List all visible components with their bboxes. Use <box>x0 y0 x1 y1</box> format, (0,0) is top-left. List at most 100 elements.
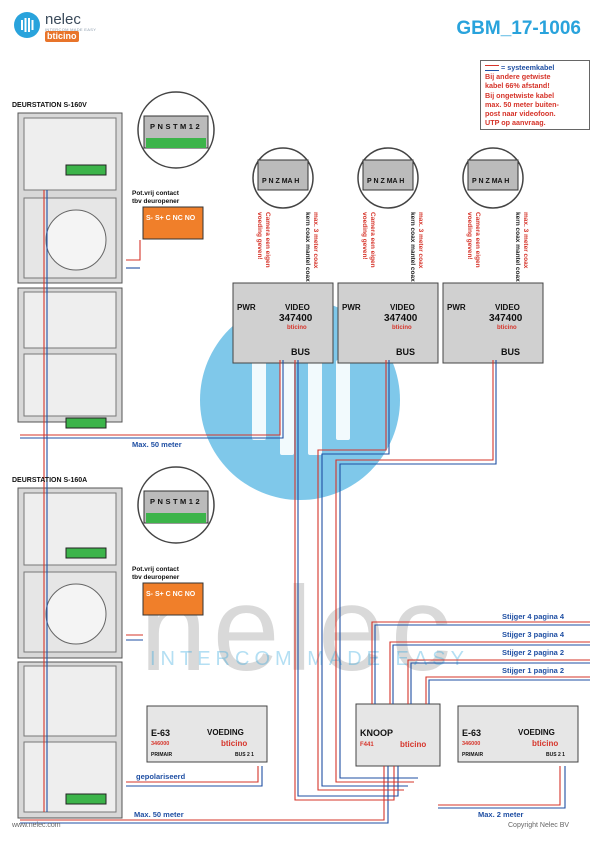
footer-url: www.nelec.com <box>12 822 61 829</box>
psu-primair: PRIMAIR <box>462 752 484 758</box>
legend-line: post naar videofoon. <box>485 109 556 119</box>
brand-logo: bticino <box>45 31 79 42</box>
terminal-label: P <box>150 497 158 506</box>
psu-brand: bticino <box>221 739 248 748</box>
zoom-terminals: PNSTM12 <box>150 497 202 506</box>
coax-note-line: mantel coax <box>409 244 416 282</box>
legend-line: Bij andere getwiste <box>485 72 551 82</box>
terminal-label: T <box>172 122 181 131</box>
knoop-module: KNOOP F441 bticino <box>356 704 440 766</box>
contact-label: Pot.vrij contact tbv deuropener <box>132 190 179 206</box>
pwr-label: PWR <box>342 303 361 312</box>
model-label: 347400 <box>279 313 313 324</box>
camera-terminals: P N Z MA H <box>367 178 405 185</box>
terminal-label: 1 <box>188 122 196 131</box>
door-station-2-panels <box>17 487 123 819</box>
psu-code: 346000 <box>151 741 170 747</box>
brand-label: bticino <box>287 325 307 331</box>
legend-line: kabel 66% afstand! <box>485 81 550 91</box>
logo-name: nelec <box>45 11 81 28</box>
power-supply-2: E-63 VOEDING 346000 bticino PRIMAIR BUS … <box>458 706 578 762</box>
pwr-label: PWR <box>237 303 256 312</box>
camera-module-2: PWR VIDEO 347400 bticino BUS <box>338 283 438 363</box>
video-label: VIDEO <box>495 303 520 312</box>
bus-label: BUS <box>291 347 311 357</box>
system-cable-swatch <box>485 65 499 72</box>
contact-label: Pot.vrij contact tbv deuropener <box>132 566 179 582</box>
coax-note-line: max. 3 meter coax <box>417 212 424 269</box>
terminal-label: N <box>157 497 166 506</box>
terminal-label: M <box>180 497 189 506</box>
riser-label: Stijger 4 pagina 4 <box>502 612 565 621</box>
psu-bus: BUS 2 1 <box>546 752 565 758</box>
legend-line: Bij ongetwiste kabel <box>485 90 555 100</box>
contact-label-line: Pot.vrij contact <box>132 190 179 197</box>
terminal-label: S <box>165 122 173 131</box>
distance-label: Max. 2 meter <box>478 810 524 819</box>
camera-note-line: voeding geven! <box>361 212 368 260</box>
coax-note: max. 3 meter coax kern coax mantel coax <box>513 212 529 282</box>
psu-bus: BUS 2 1 <box>235 752 254 758</box>
psu-primair: PRIMAIR <box>151 752 173 758</box>
terminal-label: 2 <box>195 122 203 131</box>
terminal-label: M <box>180 122 189 131</box>
camera-note: Camera een eigen voeding geven! <box>465 212 481 282</box>
legend-box: = systeemkabel Bij andere getwiste kabel… <box>480 60 590 131</box>
coax-note: max. 3 meter coax kern coax mantel coax <box>303 212 319 282</box>
psu-code: 346000 <box>462 741 481 747</box>
distance-label: Max. 50 meter <box>134 810 184 819</box>
psu-model: E-63 <box>462 728 482 738</box>
document-number: GBM_17-1006 <box>456 18 581 39</box>
coax-note: max. 3 meter coax kern coax mantel coax <box>408 212 424 282</box>
camera-note: Camera een eigen voeding geven! <box>255 212 271 282</box>
pwr-label: PWR <box>447 303 466 312</box>
terminal-label: 2 <box>195 497 203 506</box>
legend-key: = systeemkabel <box>501 63 555 72</box>
door-station-1-panels <box>17 112 123 429</box>
coax-note-line: kern coax <box>409 212 416 243</box>
riser-label: Stijger 1 pagina 2 <box>502 666 565 675</box>
contact-label-line: tbv deuropener <box>132 574 180 581</box>
terminal-label: 1 <box>188 497 196 506</box>
contact-label-line: tbv deuropener <box>132 198 180 205</box>
video-label: VIDEO <box>390 303 415 312</box>
riser-label: Stijger 2 pagina 2 <box>502 648 565 657</box>
watermark-subtext: INTERCOM MADE EASY <box>150 648 469 670</box>
coax-note-line: kern coax <box>304 212 311 243</box>
coax-note-line: kern coax <box>514 212 521 243</box>
legend-line: max. 50 meter buiten- <box>485 99 559 109</box>
camera-module-3: PWR VIDEO 347400 bticino BUS <box>443 283 543 363</box>
camera-note-line: Camera een eigen <box>369 212 376 268</box>
terminal-label: S <box>165 497 173 506</box>
bus-label: BUS <box>501 347 521 357</box>
relay-terminals: S- S+ C NC NO <box>146 591 196 598</box>
camera-module-1: PWR VIDEO 347400 bticino BUS <box>233 283 333 363</box>
logo-icon <box>14 12 40 38</box>
power-supply-1: E-63 VOEDING 346000 bticino PRIMAIR BUS … <box>147 706 267 762</box>
relay-terminals: S- S+ C NC NO <box>146 215 196 222</box>
coax-note-line: mantel coax <box>304 244 311 282</box>
model-label: 347400 <box>489 313 523 324</box>
psu-brand: bticino <box>532 739 559 748</box>
terminal-label: P <box>150 122 158 131</box>
model-label: 347400 <box>384 313 418 324</box>
camera-terminals: P N Z MA H <box>262 178 300 185</box>
camera-terminals: P N Z MA H <box>472 178 510 185</box>
coax-note-line: max. 3 meter coax <box>522 212 529 269</box>
terminal-label: T <box>172 497 181 506</box>
knoop-name: KNOOP <box>360 728 394 738</box>
video-label: VIDEO <box>285 303 310 312</box>
camera-note-line: voeding geven! <box>256 212 263 260</box>
coax-note-line: max. 3 meter coax <box>312 212 319 269</box>
door-station-1-title: DEURSTATION S-160V <box>12 102 87 109</box>
footer-copyright: Copyright Nelec BV <box>508 822 570 829</box>
polarized-label: gepolariseerd <box>136 772 186 781</box>
knoop-brand: bticino <box>400 740 427 749</box>
camera-note-line: Camera een eigen <box>474 212 481 268</box>
terminal-label: N <box>157 122 166 131</box>
door-station-2-title: DEURSTATION S-160A <box>12 477 88 484</box>
camera-note-line: Camera een eigen <box>264 212 271 268</box>
legend-line: UTP op aanvraag. <box>485 118 546 128</box>
bus-label: BUS <box>396 347 416 357</box>
